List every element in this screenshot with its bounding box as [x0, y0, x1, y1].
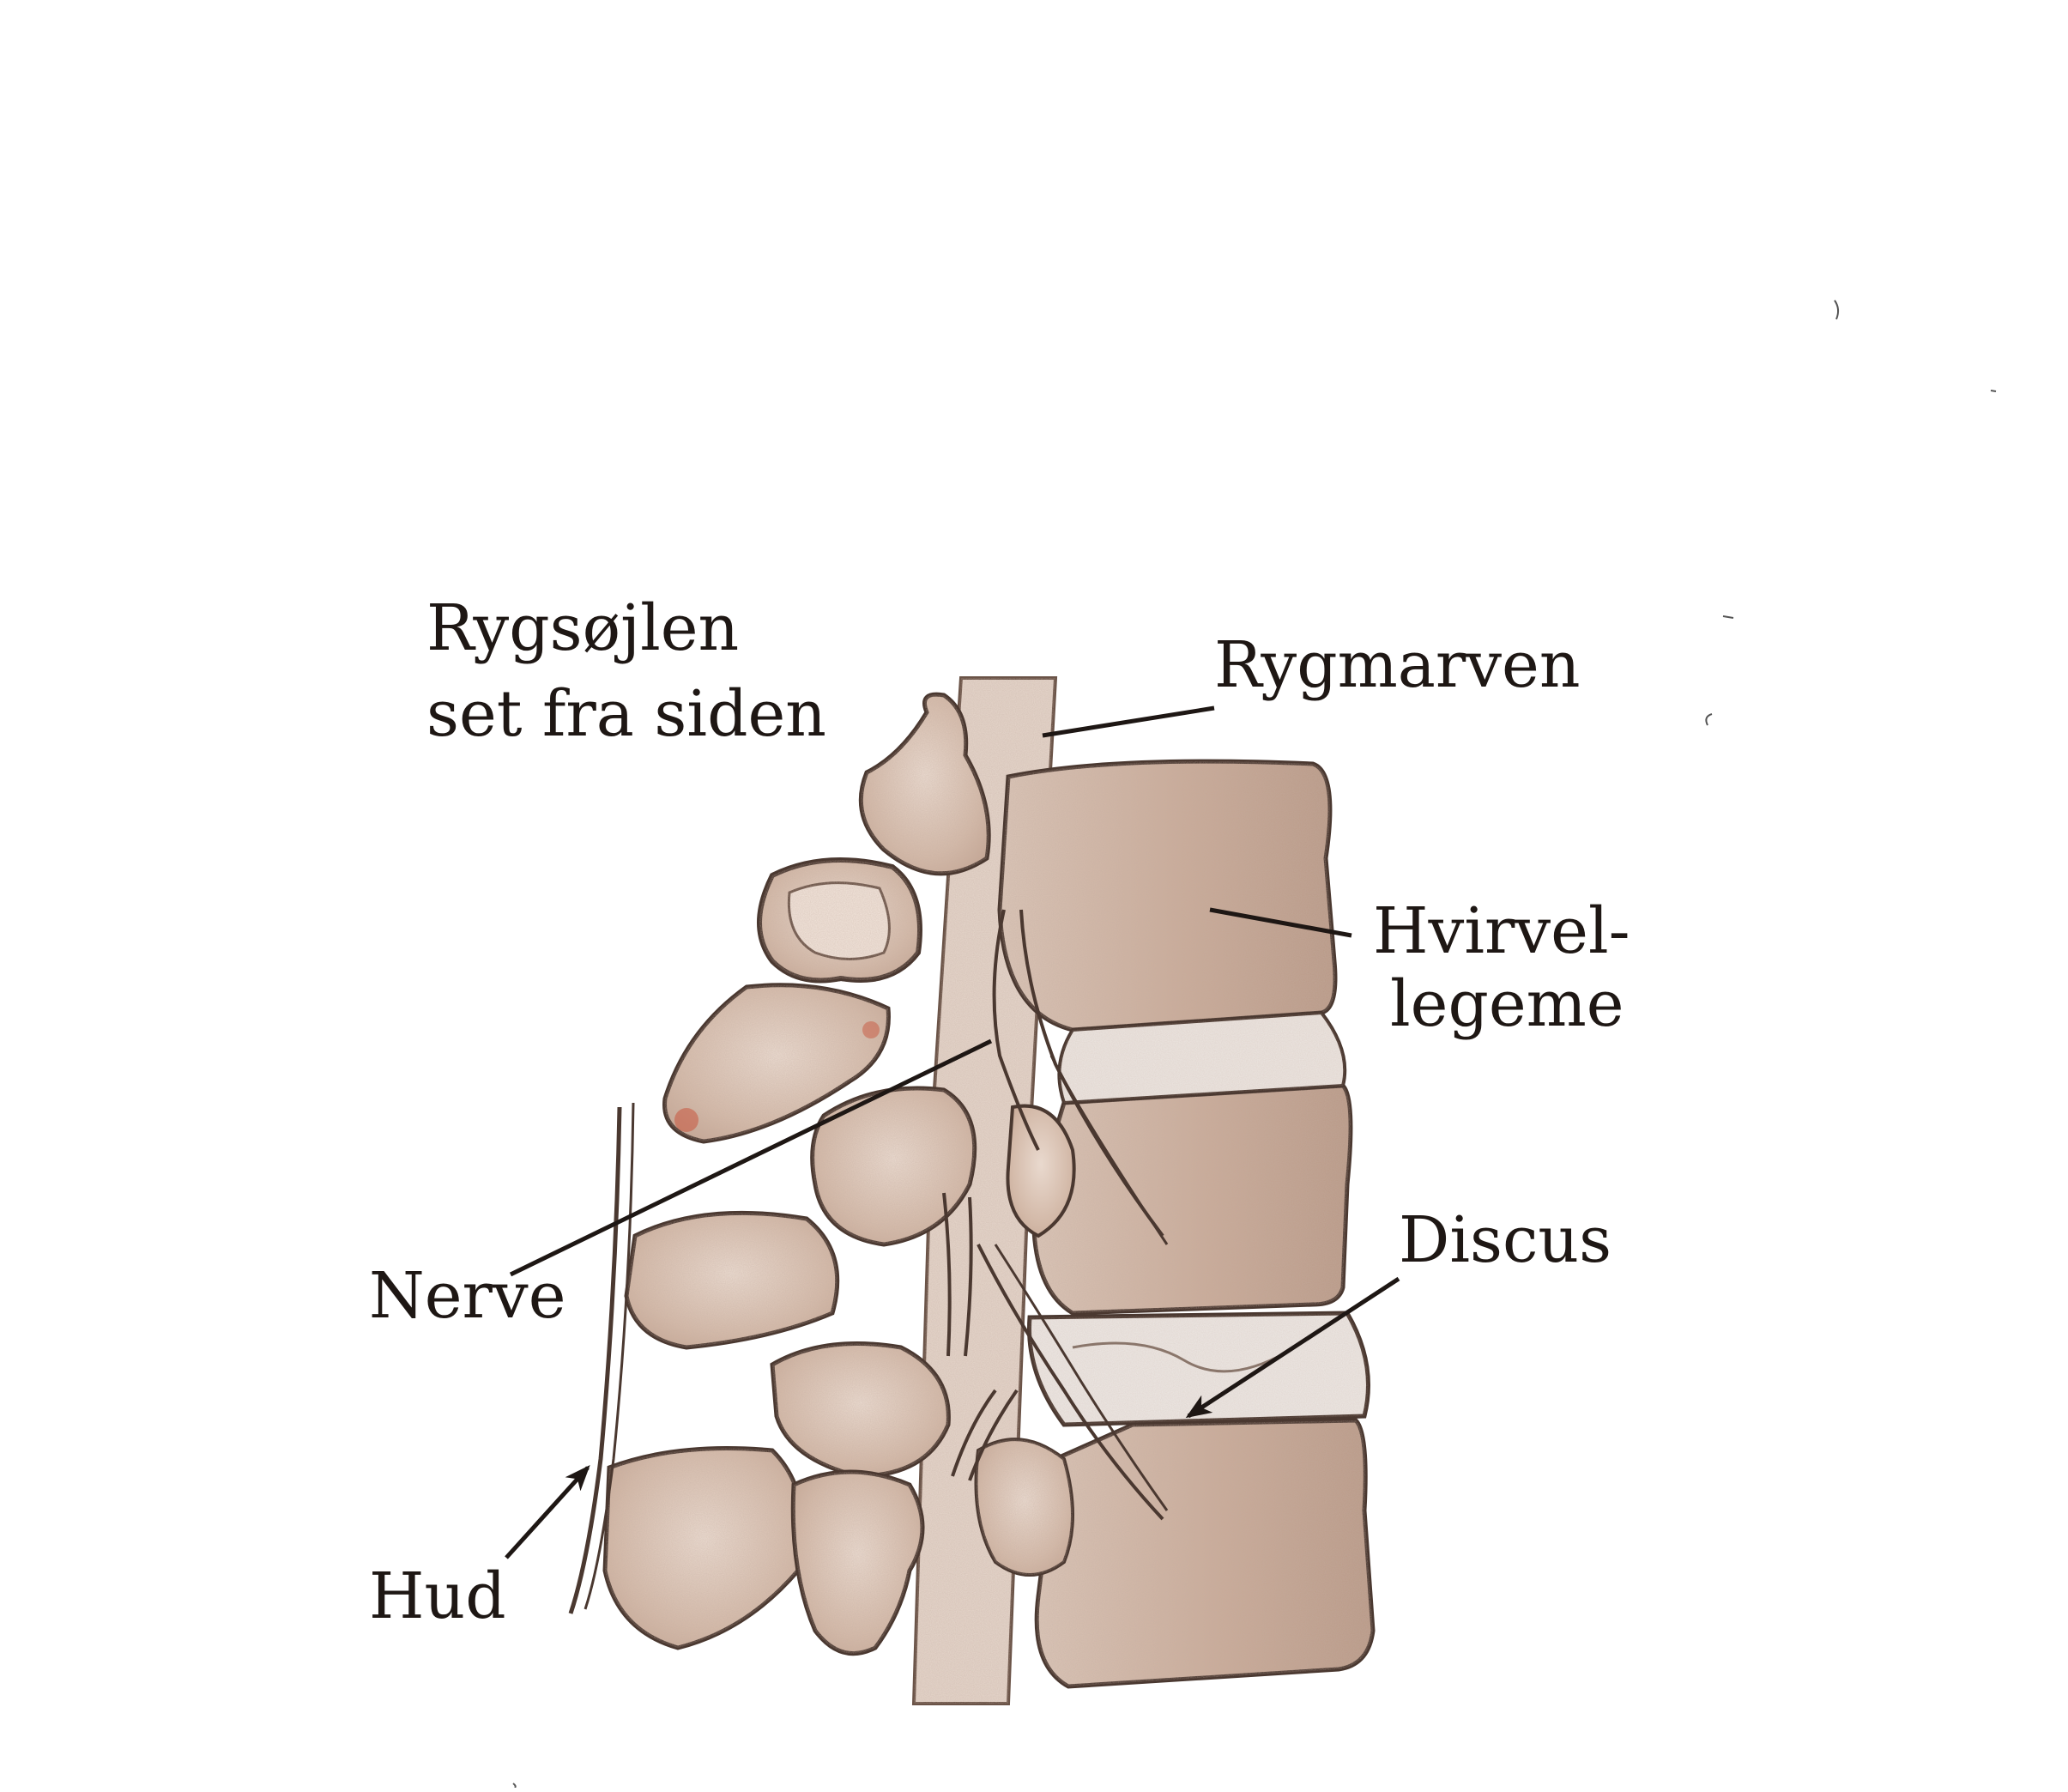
label-nerve: Nerve — [369, 1259, 566, 1333]
caption-line2: set fra siden — [426, 677, 826, 751]
rygmarven-leader — [1042, 705, 1215, 738]
label-hvirvellegeme-line2: legeme — [1390, 967, 1624, 1041]
spinous-process-top — [858, 692, 991, 876]
skin-line — [568, 1102, 635, 1614]
spinous-process-bottom — [790, 1469, 925, 1656]
label-discus: Discus — [1399, 1203, 1611, 1277]
scan-specks — [512, 300, 1997, 1789]
leader-lines — [505, 705, 1400, 1559]
pedicle-lower-right — [974, 1438, 1074, 1577]
intervertebral-disc-upper — [1057, 1010, 1347, 1105]
vertebral-body-upper — [997, 759, 1338, 1032]
vertebral-body-middle — [1031, 1083, 1353, 1316]
label-hvirvellegeme-line1: Hvirvel- — [1373, 894, 1630, 968]
vertebral-body-lower — [1034, 1418, 1376, 1689]
label-hud: Hud — [369, 1559, 506, 1633]
lamina-lower — [602, 1446, 806, 1650]
intervertebral-disc-lower — [1027, 1311, 1370, 1427]
hud-arrow — [505, 1465, 590, 1559]
articular-process-lower — [770, 1341, 951, 1479]
nerve-leader — [509, 1038, 993, 1277]
transverse-process-upper — [757, 857, 922, 984]
discus-arrow — [1185, 1276, 1400, 1419]
caption-line1: Rygsøjlen — [426, 591, 739, 665]
spinous-process-long — [662, 983, 891, 1144]
articular-process-middle — [810, 1086, 1076, 1247]
hvirvel-leader — [1209, 907, 1352, 938]
label-rygmarven: Rygmarven — [1214, 628, 1581, 702]
nerve-roots — [942, 909, 1169, 1521]
labels: Rygsøjlen set fra siden Rygmarven Hvirve… — [369, 591, 1630, 1633]
lamina-middle — [624, 1210, 840, 1350]
